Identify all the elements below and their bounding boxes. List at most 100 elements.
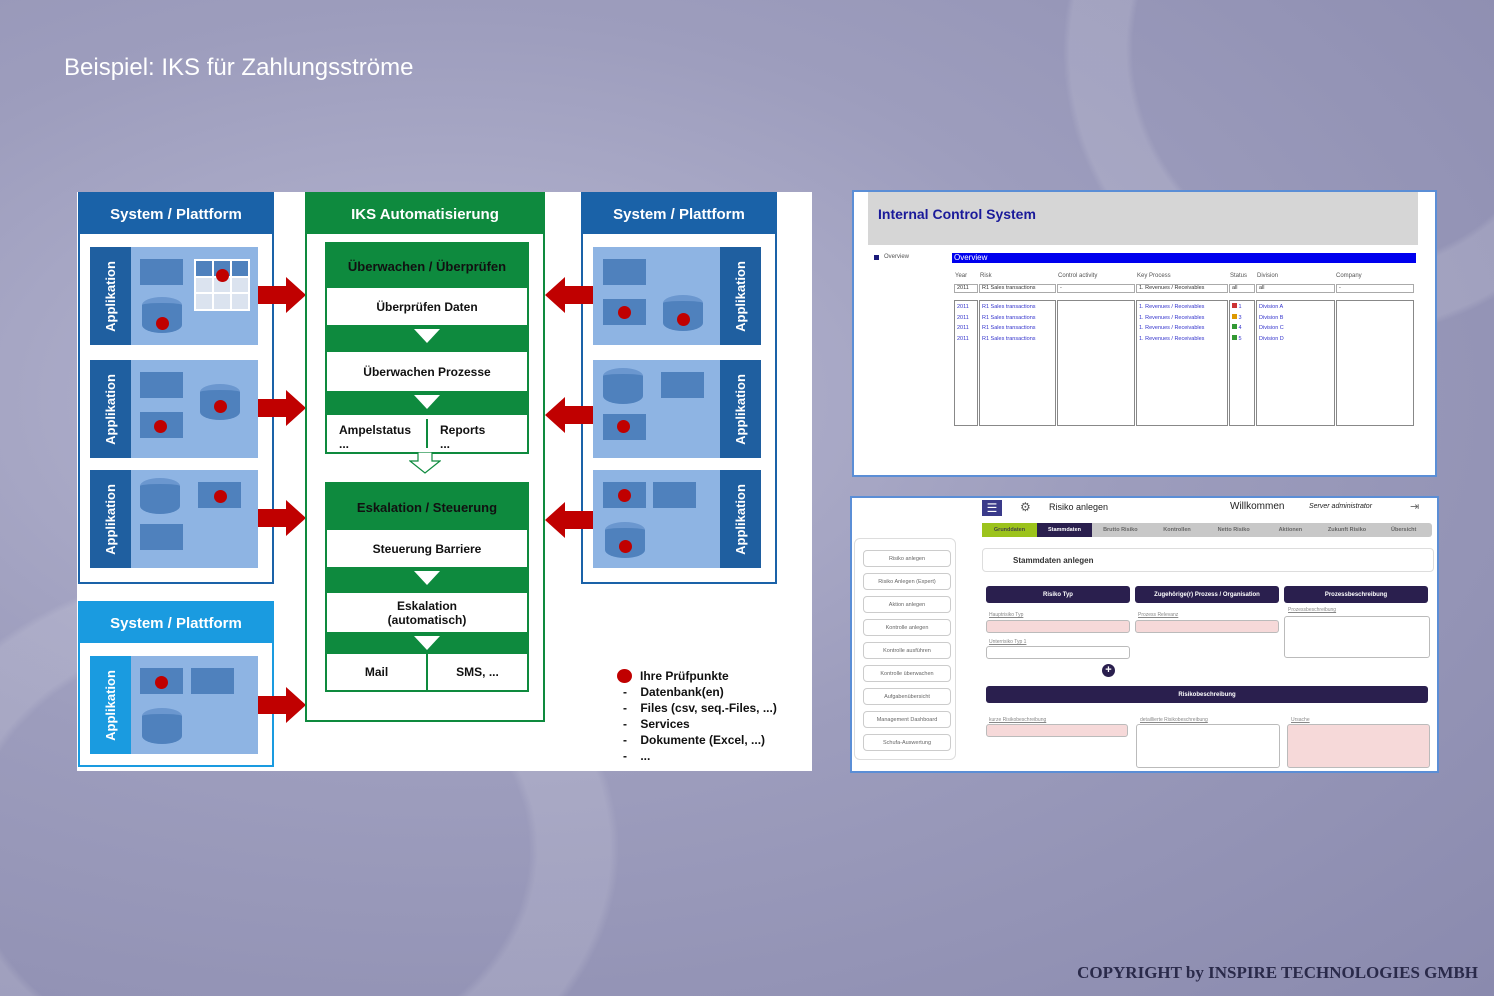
checkpoint-icon [214, 400, 227, 413]
label-detailliert: detaillierte Risikobeschreibung [1140, 717, 1208, 723]
globe-icon[interactable]: ⚙ [1020, 500, 1031, 514]
checkpoint-icon [618, 489, 631, 502]
col-process: Key Process [1137, 273, 1171, 279]
arrow-down-icon [327, 567, 527, 593]
filter-company[interactable]: - [1336, 284, 1414, 293]
sidebar-aufgaben[interactable]: Aufgabenübersicht [863, 688, 951, 705]
status-green-icon [1232, 334, 1237, 340]
step-uebersicht[interactable]: Übersicht [1391, 527, 1417, 533]
step-stammdaten[interactable]: Stammdaten [1037, 523, 1092, 537]
arrow-right-icon [258, 390, 306, 426]
step-kontrollen[interactable]: Kontrollen [1163, 527, 1191, 533]
application-box: Applikation [593, 247, 761, 345]
iks-diagram: System / Plattform Applikation Applikati… [77, 192, 812, 771]
status-yellow-icon [1232, 313, 1237, 319]
arrow-left-icon [545, 397, 593, 433]
label-prozessbeschreibung: Prozessbeschreibung [1288, 607, 1337, 613]
bullet-icon [874, 254, 879, 260]
sidebar-kontrolle-ausfuehren[interactable]: Kontrolle ausführen [863, 642, 951, 659]
app-label: Applikation [733, 373, 748, 445]
application-box: Applikation [593, 360, 761, 458]
filter-risk[interactable]: R1 Sales transactions [979, 284, 1056, 293]
monitor-block: Überwachen / Überprüfen Überprüfen Daten… [325, 242, 529, 454]
col-control: Control activity [1058, 273, 1098, 279]
sidebar-risiko-anlegen[interactable]: Risiko anlegen [863, 550, 951, 567]
database-icon [142, 708, 182, 744]
hauptrisiko-select[interactable] [986, 620, 1130, 633]
app-label: Applikation [733, 260, 748, 332]
sidebar-risiko-expert[interactable]: Risiko Anlegen (Expert) [863, 573, 951, 590]
checkpoint-icon [155, 676, 168, 689]
kurze-beschreibung-input[interactable] [986, 724, 1128, 737]
step-grunddaten[interactable]: Grunddaten [982, 523, 1037, 537]
section-header: Overview [952, 253, 1416, 263]
step-netto-risiko[interactable]: Netto Risiko [1217, 527, 1250, 533]
logout-icon[interactable]: ⇥ [1410, 501, 1420, 513]
status-red-icon [1232, 303, 1237, 308]
arrow-right-icon [258, 687, 306, 723]
risikobeschreibung-header: Risikobeschreibung [986, 686, 1428, 703]
filter-process[interactable]: 1. Revenues / Receivables [1136, 284, 1228, 293]
label-prozess-relevanz: Prozess Relevanz [1138, 612, 1179, 618]
sidebar-schufa[interactable]: Schufa-Auswertung [863, 734, 951, 751]
detaillierte-beschreibung-textarea[interactable] [1136, 724, 1280, 768]
checkpoint-icon [216, 269, 229, 282]
checkpoint-icon [214, 490, 227, 503]
list-company[interactable] [1336, 300, 1414, 426]
add-icon[interactable]: + [1102, 664, 1115, 677]
sms: SMS, ... [456, 665, 499, 679]
step-aktionen[interactable]: Aktionen [1278, 527, 1303, 533]
prozessbeschreibung-textarea[interactable] [1284, 616, 1430, 658]
system-header: System / Plattform [80, 603, 272, 643]
step-brutto-risiko[interactable]: Brutto Risiko [1103, 527, 1138, 533]
filter-control[interactable]: - [1057, 284, 1135, 293]
section-title: Stammdaten anlegen [1013, 555, 1094, 565]
step-zukunft-risiko[interactable]: Zukunft Risiko [1327, 527, 1367, 533]
filter-status[interactable]: all [1229, 284, 1255, 293]
sidebar-kontrolle-ueberwachen[interactable]: Kontrolle überwachen [863, 665, 951, 682]
hollow-arrow-down-icon [409, 452, 441, 474]
arrow-down-icon [327, 632, 527, 654]
step-control-barrier: Steuerung Barriere [327, 530, 527, 567]
checkpoint-icon [619, 540, 632, 553]
unterrisiko-select[interactable] [986, 646, 1130, 659]
filter-year[interactable]: 2011 [954, 284, 978, 293]
sidebar-aktion-anlegen[interactable]: Aktion anlegen [863, 596, 951, 613]
legend-item: ... [640, 749, 651, 763]
arrow-left-icon [545, 502, 593, 538]
app-label: Applikation [733, 483, 748, 555]
col-year: Year [955, 273, 968, 279]
application-box: Applikation [90, 656, 258, 754]
escalation-header: Eskalation / Steuerung [327, 484, 527, 530]
prozess-relevanz-select[interactable] [1135, 620, 1279, 633]
nav-overview[interactable]: Overview [874, 254, 909, 260]
reports: Reports [440, 423, 486, 437]
system-header: System / Plattform [583, 194, 775, 234]
step-check-data: Überprüfen Daten [327, 288, 527, 325]
legend-title: Ihre Prüfpunkte [640, 669, 729, 683]
sidebar-kontrolle-anlegen[interactable]: Kontrolle anlegen [863, 619, 951, 636]
sidebar-dashboard[interactable]: Management Dashboard [863, 711, 951, 728]
legend-item: Datenbank(en) [640, 685, 724, 699]
group-prozess: Zugehörige(r) Prozess / Organisation [1135, 586, 1279, 603]
list-control[interactable] [1057, 300, 1135, 426]
ursache-textarea[interactable] [1287, 724, 1430, 768]
iks-header: IKS Automatisierung [307, 194, 543, 234]
legend: Ihre Prüfpunkte - Datenbank(en) - Files … [617, 668, 777, 764]
sidebar: Risiko anlegen Risiko Anlegen (Expert) A… [854, 538, 956, 760]
database-icon [603, 368, 643, 404]
app-label: Applikation [103, 260, 118, 332]
system-header: System / Plattform [80, 194, 272, 234]
mail: Mail [327, 654, 428, 690]
menu-icon[interactable]: ☰ [982, 500, 1002, 516]
filter-division[interactable]: all [1256, 284, 1335, 293]
list-status[interactable]: 1 3 4 5 [1229, 300, 1255, 426]
more-text: ... [339, 437, 350, 451]
traffic-light-status: Ampelstatus [339, 423, 412, 437]
col-division: Division [1257, 273, 1279, 279]
iks-column: IKS Automatisierung Überwachen / Überprü… [305, 192, 545, 722]
